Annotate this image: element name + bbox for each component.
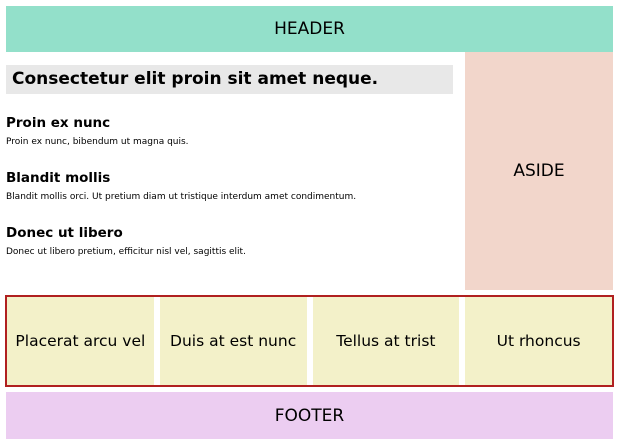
card-label: Ut rhoncus [496, 332, 581, 350]
header-label: HEADER [274, 19, 345, 39]
section-heading: Blandit mollis [6, 170, 111, 186]
section-text: Blandit mollis orci. Ut pretium diam ut … [6, 192, 357, 202]
card-label: Placerat arcu vel [15, 332, 146, 350]
aside-label: ASIDE [513, 161, 565, 181]
aside: ASIDE [465, 52, 613, 290]
section-heading: Donec ut libero [6, 225, 123, 241]
header: HEADER [6, 6, 613, 52]
section-blandit: Blandit mollis Blandit mollis orci. Ut p… [6, 169, 465, 203]
footer: FOOTER [6, 392, 613, 439]
section-text: Donec ut libero pretium, efficitur nisl … [6, 247, 246, 257]
card-label: Tellus at trist [336, 332, 436, 350]
card-placerat: Placerat arcu vel [7, 297, 154, 385]
section-donec: Donec ut libero Donec ut libero pretium,… [6, 224, 465, 258]
card-label: Duis at est nunc [170, 332, 297, 350]
section-text: Proin ex nunc, bibendum ut magna quis. [6, 137, 189, 147]
card-duis: Duis at est nunc [159, 297, 307, 385]
main-content: Consectetur elit proin sit amet neque. P… [6, 52, 465, 292]
main-title: Consectetur elit proin sit amet neque. [6, 65, 453, 94]
section-heading: Proin ex nunc [6, 115, 111, 131]
section-proin: Proin ex nunc Proin ex nunc, bibendum ut… [6, 114, 465, 148]
card-ut-rhoncus: Ut rhoncus [465, 297, 612, 385]
cards-row: Placerat arcu vel Duis at est nunc Tellu… [5, 295, 614, 387]
card-tellus: Tellus at trist [312, 297, 460, 385]
footer-label: FOOTER [274, 405, 345, 426]
